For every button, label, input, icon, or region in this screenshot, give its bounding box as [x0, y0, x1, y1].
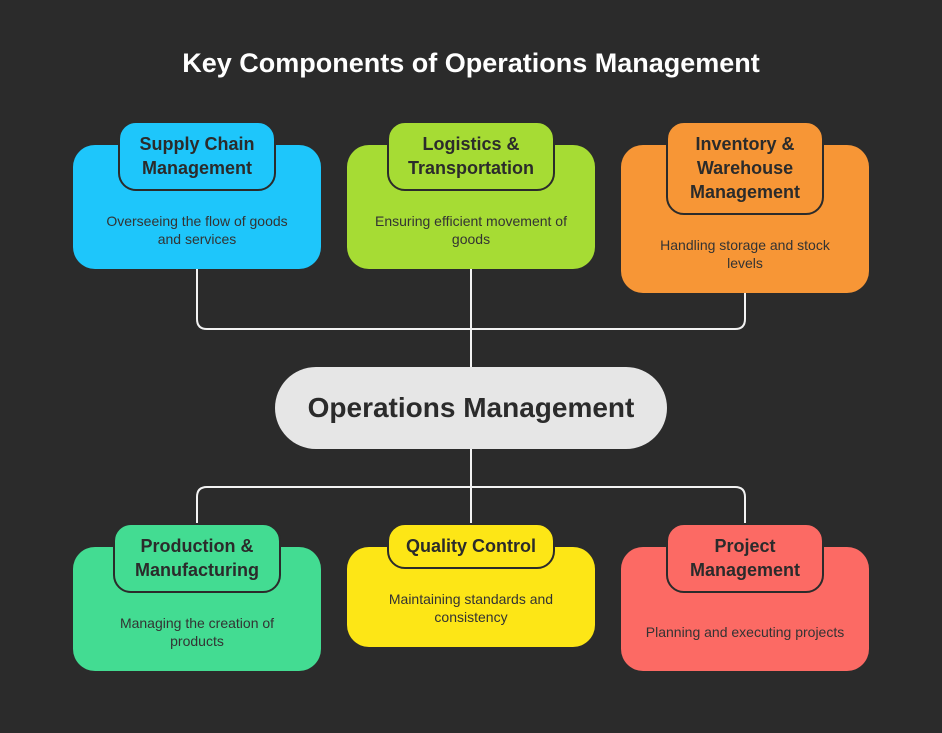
component-title: Production & Manufacturing — [113, 523, 281, 593]
component-title: Project Management — [666, 523, 824, 593]
component-description: Ensuring efficient movement of goods — [375, 213, 567, 247]
component-title: Supply Chain Management — [118, 121, 276, 191]
component-description: Handling storage and stock levels — [660, 237, 830, 271]
component-description: Managing the creation of products — [119, 615, 275, 649]
component-card-supply-chain: Overseeing the flow of goods and service… — [73, 145, 321, 269]
component-title: Quality Control — [387, 523, 555, 569]
component-description: Overseeing the flow of goods and service… — [106, 213, 288, 247]
component-title: Inventory & Warehouse Management — [666, 121, 824, 215]
component-description: Maintaining standards and consistency — [388, 591, 554, 625]
component-description: Planning and executing projects — [645, 624, 845, 640]
diagram-title: Key Components of Operations Management — [182, 48, 760, 78]
center-node: Operations Management — [275, 367, 667, 449]
component-title: Logistics & Transportation — [387, 121, 555, 191]
